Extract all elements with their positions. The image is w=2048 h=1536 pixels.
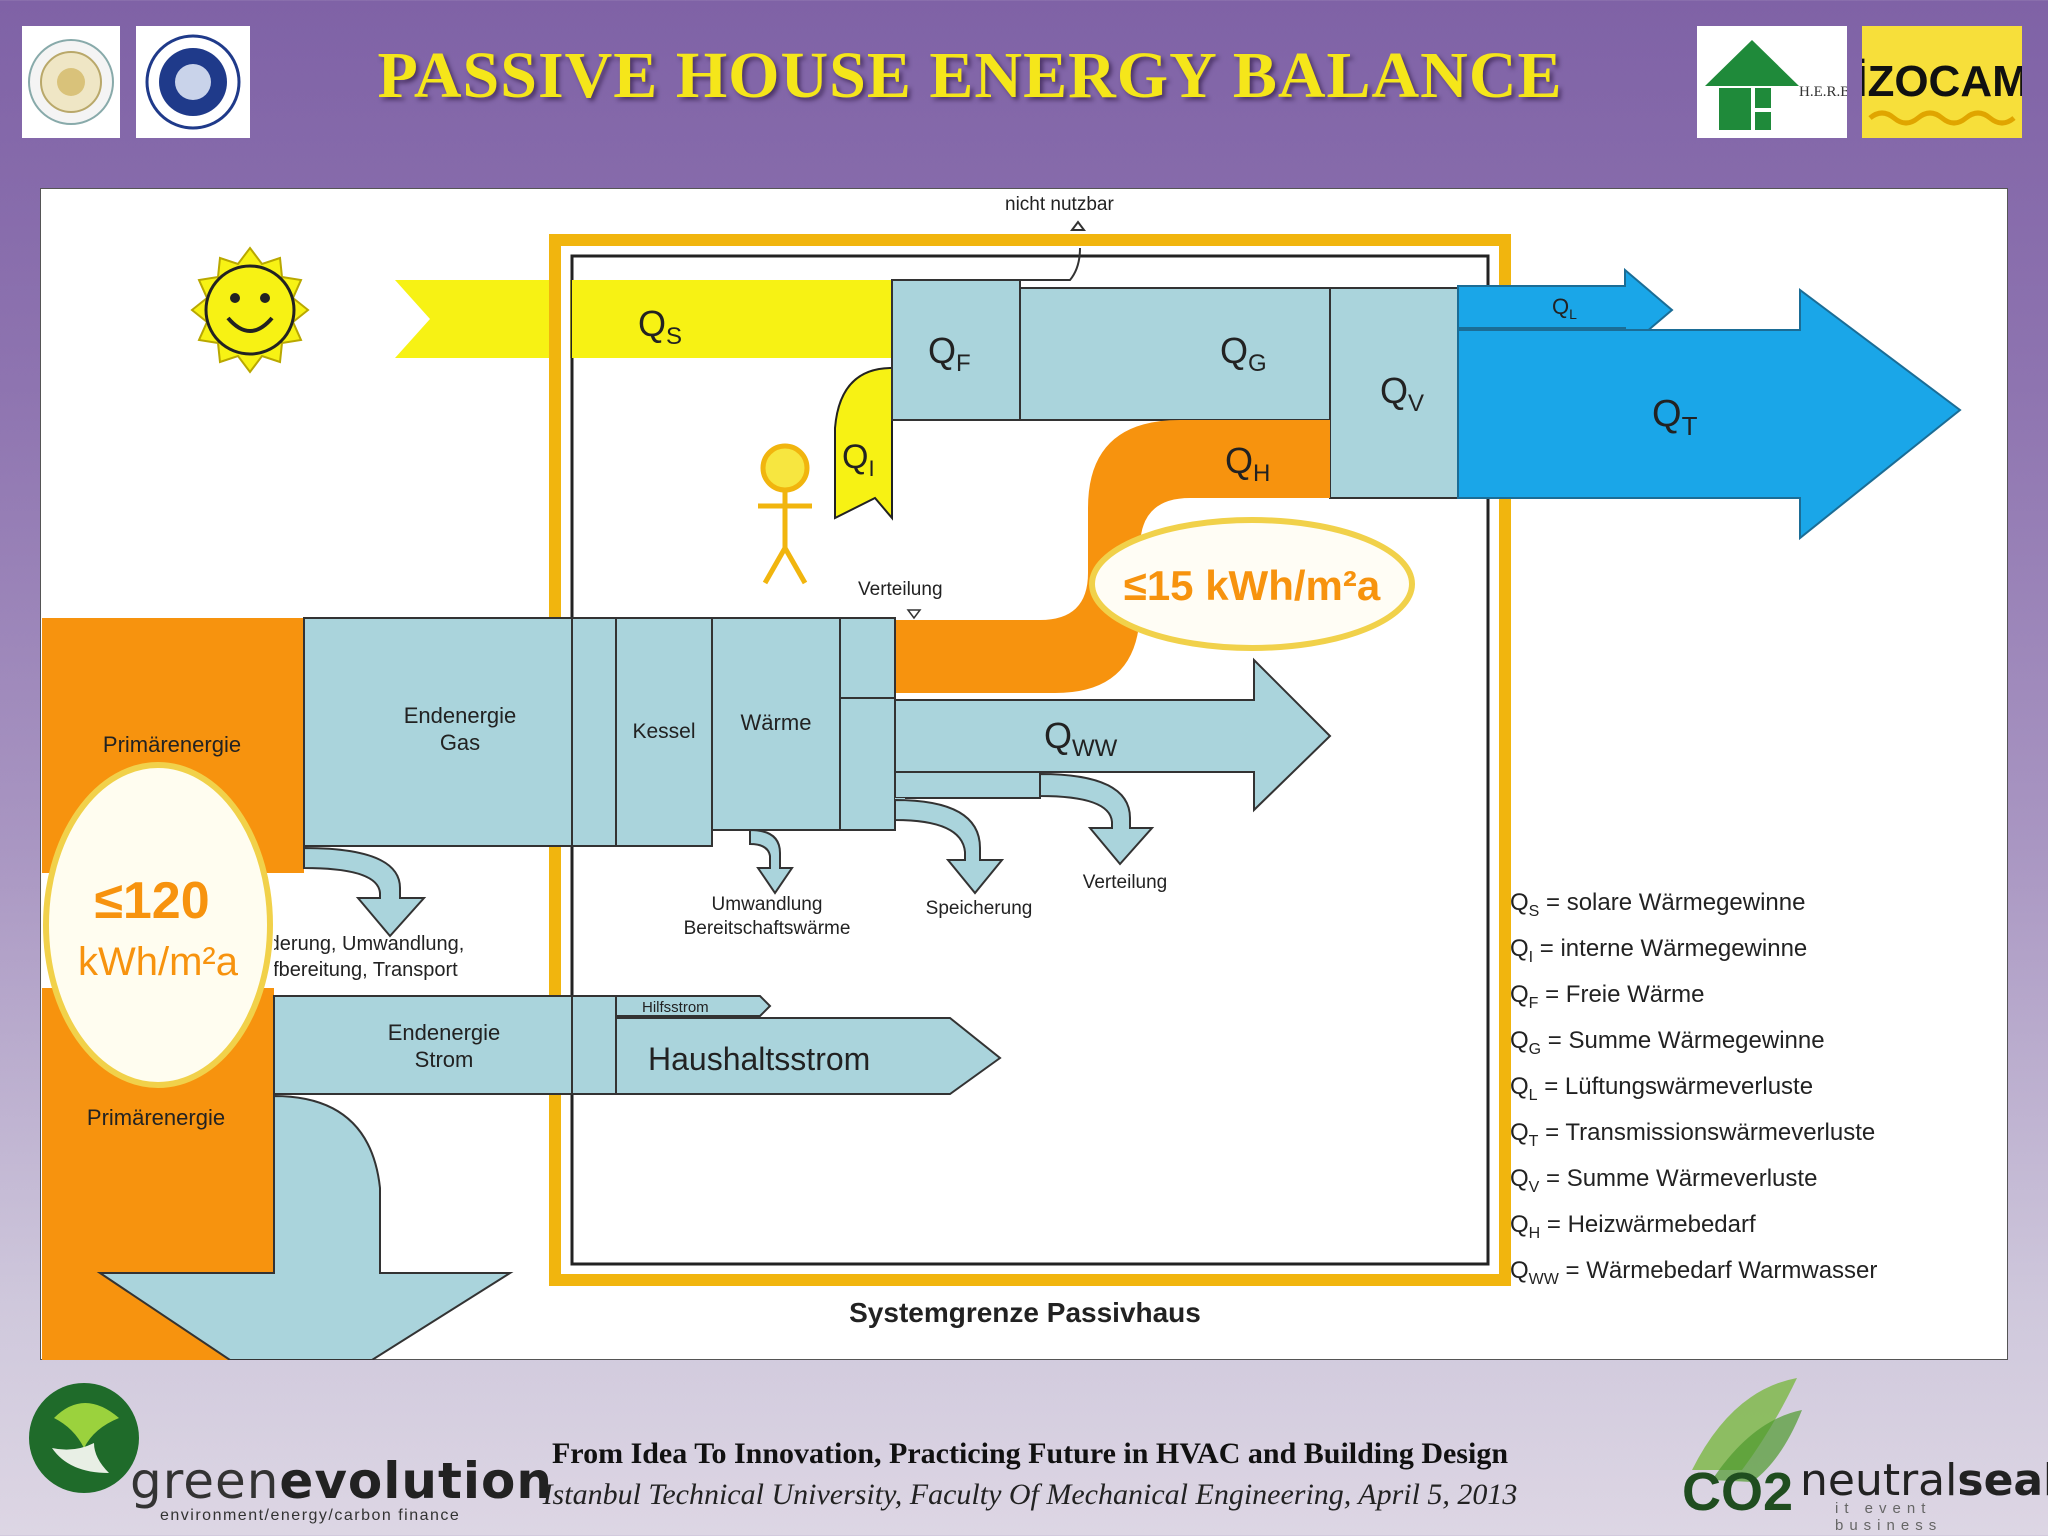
strom-entry-block	[571, 995, 617, 1095]
gas-entry-block	[571, 617, 617, 847]
qs-label: QS	[638, 303, 682, 350]
qww-label: QWW	[1044, 715, 1118, 762]
greenevolution-tagline: environment/energy/carbon finance	[160, 1507, 461, 1524]
primary-limit-value: ≤120	[94, 872, 209, 930]
endenergie-gas-label-2: Gas	[440, 730, 480, 755]
primary-limit-unit: kWh/m²a	[78, 940, 239, 984]
qv-label: QV	[1380, 370, 1424, 417]
kessel-label: Kessel	[632, 720, 695, 743]
distribution-block-top	[839, 617, 896, 699]
speicherung-label: Speicherung	[926, 898, 1033, 919]
university-seal-logo-2	[136, 26, 250, 138]
waerme-label: Wärme	[741, 710, 812, 735]
legend-entry: QF = Freie Wärme	[1510, 981, 1704, 1012]
house-icon: H.E.R.B.	[1705, 40, 1854, 130]
izocam-logo-text: İZOCAM	[1862, 57, 2022, 106]
distribution-block-bottom	[839, 697, 896, 831]
izocam-logo: İZOCAM	[1855, 26, 2029, 138]
neutralseal-logo-icon: CO2	[1682, 1378, 1802, 1520]
speicherung-loss-arrow	[894, 798, 1005, 895]
primaerenergie-bottom-label: Primärenergie	[87, 1105, 225, 1130]
umwandlung-loss-arrow	[749, 828, 794, 895]
hilfsstrom-label: Hilfsstrom	[642, 999, 709, 1016]
legend-entry: QL = Lüftungswärmeverluste	[1510, 1073, 1813, 1104]
verteilung-loss-arrow	[1039, 772, 1155, 866]
greenevolution-logo-icon	[29, 1383, 139, 1493]
person-icon	[758, 443, 812, 585]
qt-arrow	[1457, 288, 1962, 541]
footer-event-title: From Idea To Innovation, Practicing Futu…	[551, 1437, 1508, 1470]
herb-logo-text: H.E.R.B.	[1799, 84, 1847, 100]
sun-icon	[190, 246, 310, 374]
kessel-block	[615, 617, 713, 847]
legend-entry: QS = solare Wärmegewinne	[1510, 889, 1805, 920]
neutralseal-tagline: it event business	[1835, 1500, 1943, 1534]
seal-icon	[145, 34, 241, 130]
legend-entry: QV = Summe Wärmeverluste	[1510, 1165, 1817, 1196]
solar-arrow-tail	[395, 280, 580, 358]
primaerenergie-top-label: Primärenergie	[103, 732, 241, 757]
hilfsstrom-arrow	[615, 995, 772, 1017]
verteilung-top-label: Verteilung	[858, 579, 943, 600]
haushaltsstrom-arrow	[615, 1017, 1002, 1095]
energy-balance-diagram: QS QI QF QG nicht nutzbar QV QL QT QH ≤1…	[40, 188, 2008, 1360]
qf-label: QF	[928, 330, 971, 377]
qh-label: QH	[1225, 440, 1270, 487]
footer-event-venue: Istanbul Technical University, Faculty O…	[542, 1478, 1518, 1511]
qs-band	[572, 280, 892, 358]
heating-limit-label: ≤15 kWh/m²a	[1124, 562, 1381, 609]
legend-entry: QG = Summe Wärmegewinne	[1510, 1027, 1825, 1058]
ql-label: QL	[1552, 294, 1577, 322]
umwandlung-label-2: Bereitschaftswärme	[684, 918, 851, 939]
endenergie-strom-label-1: Endenergie	[388, 1020, 501, 1045]
primary-limit-ellipse	[43, 762, 273, 1088]
greenevolution-wordmark: greenevolution	[130, 1452, 553, 1510]
systemgrenze-label: Systemgrenze Passivhaus	[849, 1297, 1201, 1328]
legend-entry: QI = interne Wärmegewinne	[1510, 935, 1807, 966]
herb-logo: H.E.R.B.	[1697, 26, 1854, 138]
neutralseal-wordmark: neutralseal	[1800, 1455, 2048, 1506]
heating-limit-ellipse	[1089, 517, 1415, 651]
co2-text: CO2	[1682, 1462, 1793, 1520]
endenergie-strom-block	[273, 995, 573, 1095]
qg-label: QG	[1220, 330, 1267, 377]
foerderung-loss-arrow	[303, 846, 427, 938]
legend-entry: QT = Transmissionswärmeverluste	[1510, 1119, 1875, 1150]
legend-entry: QWW = Wärmebedarf Warmwasser	[1510, 1257, 1877, 1288]
qg-block	[1019, 287, 1331, 421]
qi-arrow	[834, 366, 893, 521]
endenergie-strom-label-2: Strom	[415, 1047, 474, 1072]
page-title: PASSIVE HOUSE ENERGY BALANCE	[377, 39, 1563, 112]
primary-loss-arrow	[96, 1094, 514, 1360]
university-seal-logo-1	[22, 26, 120, 138]
nicht-nutzbar-label: nicht nutzbar	[1005, 194, 1114, 215]
legend: QS = solare Wärmegewinne QI = interne Wär…	[1510, 889, 1877, 1288]
haushaltsstrom-label: Haushaltsstrom	[648, 1041, 870, 1077]
waerme-block	[711, 617, 841, 831]
seal-icon	[28, 39, 114, 125]
qi-label: QI	[842, 438, 875, 481]
qv-block	[1329, 287, 1459, 499]
verteilung-bottom-label: Verteilung	[1083, 872, 1168, 893]
endenergie-gas-label-1: Endenergie	[404, 703, 517, 728]
legend-entry: QH = Heizwärmebedarf	[1510, 1211, 1756, 1242]
umwandlung-label-1: Umwandlung	[712, 894, 823, 915]
qf-block	[891, 279, 1021, 421]
qt-label: QT	[1652, 393, 1698, 441]
foerderung-label-2: ufbereitung, Transport	[262, 959, 458, 981]
endenergie-gas-block	[303, 617, 573, 847]
foerderung-label-1: rderung, Umwandlung,	[262, 933, 464, 955]
